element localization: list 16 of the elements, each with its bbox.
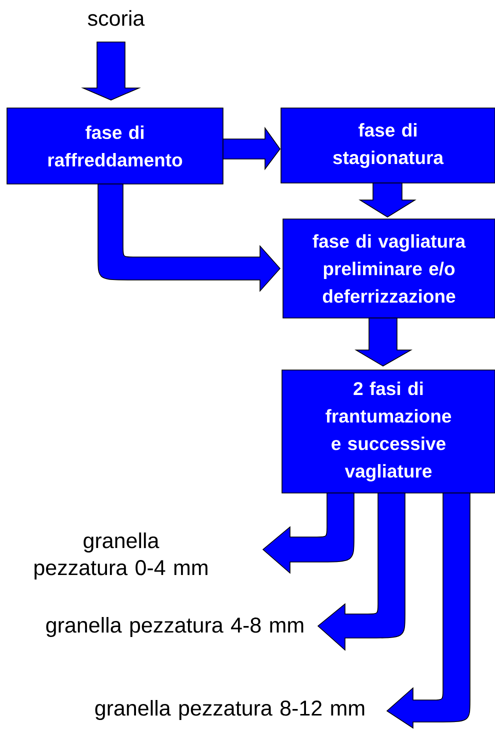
- output-label: scoria: [88, 10, 145, 26]
- process-box: fase di raffreddamento: [6, 108, 224, 184]
- block-arrow: [262, 492, 354, 574]
- block-arrow: [222, 126, 280, 170]
- block-arrow: [386, 492, 470, 728]
- output-label: granella pezzatura 0-4 mm: [34, 532, 208, 580]
- block-arrow: [98, 184, 280, 292]
- block-arrow: [318, 492, 406, 650]
- output-label: granella pezzatura 8-12 mm: [95, 700, 364, 720]
- block-arrow: [358, 182, 416, 218]
- output-label: granella pezzatura 4-8 mm: [46, 617, 304, 638]
- process-box: 2 fasi di frantumazione e successive vagliature: [282, 370, 495, 494]
- block-arrow: [354, 318, 412, 366]
- process-box: fase di vagliatura preliminare e/o deferrizzazione: [282, 218, 495, 318]
- process-box: fase di stagionatura: [280, 108, 495, 184]
- block-arrow: [81, 42, 141, 100]
